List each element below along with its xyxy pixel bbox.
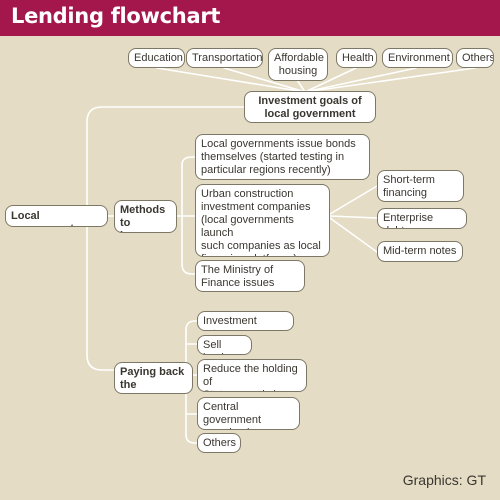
connector-root-payback: [86, 223, 115, 371]
connector-goal-education: [156, 67, 306, 93]
goal-affordable-housing: Affordable housing: [268, 48, 328, 81]
connector-goal-transportation: [223, 67, 306, 93]
goal-others: Others: [456, 48, 494, 68]
payback-investment-returns: Investment returns: [197, 311, 294, 331]
connector-urban-midterm: [329, 217, 378, 253]
graphics-credit: Graphics: GT: [402, 472, 486, 488]
bond-mid-term-notes: Mid-term notes: [377, 241, 463, 262]
page-title: Lending flowchart: [11, 4, 221, 28]
connector-methods-ministry: [181, 263, 196, 275]
payback-others: Others: [197, 433, 241, 453]
goal-environment: Environment: [382, 48, 453, 68]
connector-payback-others: [185, 434, 198, 444]
methods-to-issue-bonds-box: Methods to issue bonds: [114, 200, 177, 233]
connector-goal-health: [304, 67, 357, 93]
connector-goal-others: [304, 67, 476, 93]
connector-urban-shortterm: [329, 185, 378, 215]
connector-root-goals: [86, 106, 245, 209]
goal-education: Education: [128, 48, 185, 68]
payback-reduce-shares: Reduce the holding of State-owned shares: [197, 359, 307, 392]
goal-health: Health: [336, 48, 377, 68]
bond-short-term-financing: Short-term financing bonds: [377, 170, 464, 202]
payback-sell-lands: Sell lands: [197, 335, 252, 355]
method-local-governments-issue: Local governments issue bonds themselves…: [195, 134, 370, 180]
goal-transportation: Transportation: [186, 48, 263, 68]
paying-back-debts-box: Paying back the debts?: [114, 362, 193, 394]
connector-methods-local: [181, 156, 196, 166]
connector-goal-environment: [304, 67, 417, 93]
payback-central-government: Central government pays back: [197, 397, 300, 430]
connector-payback-returns: [185, 320, 198, 331]
connector-urban-enterprise: [329, 215, 378, 219]
method-ministry-of-finance: The Ministry of Finance issues bonds: [195, 260, 305, 292]
title-bar: Lending flowchart: [0, 0, 500, 36]
local-governments-box: Local governments: [5, 205, 108, 227]
bond-enterprise-debts: Enterprise debts: [377, 208, 467, 229]
method-urban-construction: Urban construction investment companies …: [195, 184, 330, 257]
investment-goals-box: Investment goals of local government deb…: [244, 91, 376, 123]
connector-goal-housing: [296, 79, 306, 93]
